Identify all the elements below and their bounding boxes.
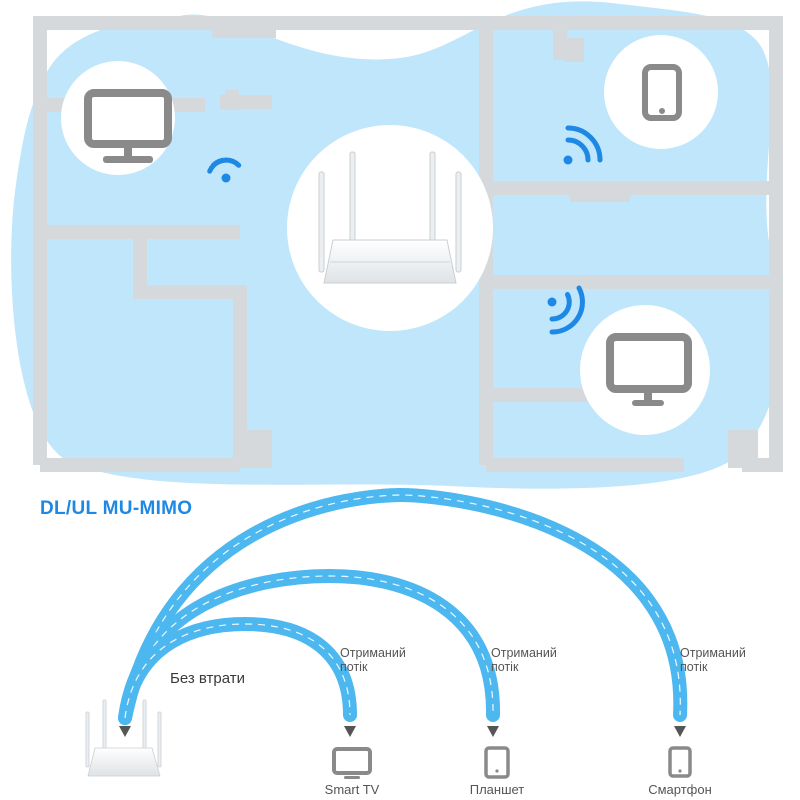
wall-block [564,38,584,62]
tablet-icon [484,746,510,779]
lossless-label: Без втрати [170,670,246,687]
stream-smart-tv [118,616,357,725]
mu-mimo-streams [118,487,688,737]
monitor-icon [84,89,172,163]
wall-block [570,188,630,202]
device-label-smartphone: Смартфон [648,782,712,797]
wall-block [728,430,758,468]
received-stream-label-tv: Отриманий потік [340,646,460,674]
stream-tablet [118,568,501,725]
diagram-title: DL/UL MU-MIMO [40,498,193,519]
monitor-device-bottom-right [580,305,710,435]
device-label-smart-tv: Smart TV [324,782,380,797]
smart-tv-icon [332,747,372,779]
arrow-head [344,726,356,737]
device-label-tablet: Планшет [469,782,525,797]
router-device-bottom [85,699,162,777]
stream-smartphone [118,487,688,725]
received-stream-label-phone: Отриманий потік [680,646,800,674]
received-stream-label-tablet: Отриманий потік [491,646,611,674]
received-stream-line1: Отриманий [680,646,746,660]
wifi-signal-icon [207,157,242,183]
arrow-head [487,726,499,737]
wall-block [240,430,272,468]
wifi-signal-icon [547,285,585,335]
wifi-signal-icon [563,125,603,165]
tablet-device-top-right [604,35,718,149]
router-icon [85,699,162,777]
arrow-head [119,726,131,737]
tablet-icon [642,64,682,121]
smartphone-icon [668,746,692,778]
received-stream-line2: потік [680,660,708,674]
wall-block [212,16,276,38]
monitor-icon [606,333,692,406]
router-icon [318,151,462,284]
received-stream-line1: Отриманий [491,646,557,660]
received-stream-line2: потік [491,660,519,674]
router-device-center [287,125,493,331]
walls [33,16,783,472]
received-stream-line1: Отриманий [340,646,406,660]
arrow-head [674,726,686,737]
monitor-device-top-left [61,61,175,175]
received-stream-line2: потік [340,660,368,674]
